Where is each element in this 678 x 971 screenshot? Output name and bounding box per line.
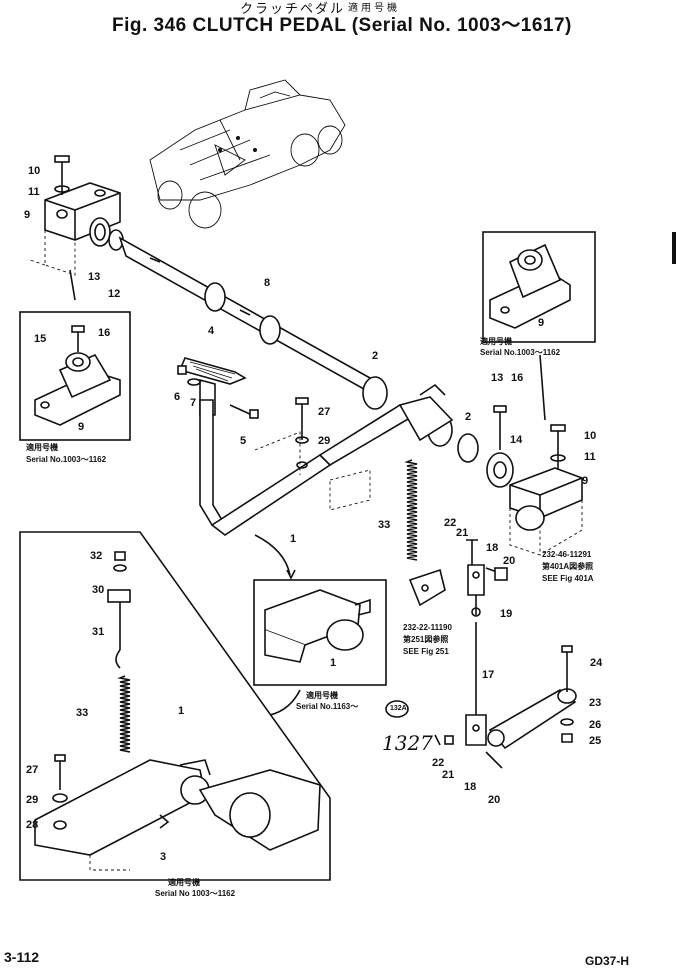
part-label-22: 22 [432,757,445,769]
part-label-13: 13 [491,372,504,384]
part-label-10: 10 [584,430,597,442]
part-label-6: 6 [174,391,181,403]
part-label-31: 31 [92,626,105,638]
part-label-1: 1 [178,705,185,717]
part-label-27: 27 [26,764,39,776]
note-serial-a: Serial No.1003～1162 [26,455,107,464]
part-label-10: 10 [28,165,41,177]
pedal-4 [178,357,454,536]
model-code: GD37-H [585,954,630,968]
part-label-17: 17 [482,669,495,681]
part-label-16: 16 [98,327,111,339]
part-label-24: 24 [590,657,603,669]
registration-mark [672,232,676,264]
note-serial-b: Serial No.1003～1162 [480,348,561,357]
circled-reference-mark [385,700,409,718]
note-serial-b-jp: 適用号機 [480,337,512,346]
part-label-12: 12 [108,288,121,300]
part-label-9: 9 [24,209,31,221]
part-label-7: 7 [190,397,197,409]
part-label-4: 4 [208,325,215,337]
bolt-27 [295,397,309,469]
part-label-18: 18 [464,781,477,793]
note-serial-c: Serial No 1003～1162 [155,889,236,898]
figure-title: Fig. 346 CLUTCH PEDAL (Serial No. 1003～1… [112,15,572,36]
part-label-23: 23 [589,697,602,709]
note-ref-232-22-jp: 第251図参照 [403,635,449,644]
note-serial-c-jp: 適用号機 [168,878,200,887]
part-label-9: 9 [582,475,589,487]
part-label-14: 14 [510,434,523,446]
part-label-11: 11 [28,186,40,198]
part-label-22: 22 [444,517,457,529]
note-serial-1163-jp: 適用号機 [306,691,338,700]
part-label-20: 20 [503,555,516,567]
bracket-9-inset-right [482,231,596,343]
part-label-2: 2 [372,350,379,362]
note-see-fig-251: SEE Fig 251 [403,647,449,656]
part-label-27: 27 [318,406,331,418]
note-see-fig-401a: SEE Fig 401A [542,574,594,583]
page-number: 3-112 [4,949,40,965]
inset-lower-left [19,531,331,881]
title-japanese-applicable: 適用号機 [348,3,400,14]
part-label-13: 13 [88,271,101,283]
part-label-19: 19 [500,608,513,620]
part-label-28: 28 [26,819,39,831]
note-ref-232-46-jp: 第401A図参照 [542,562,594,571]
handwritten-reference: 1327 [382,731,433,755]
part-label-21: 21 [442,769,455,781]
part-label-1: 1 [290,533,297,545]
note-serial-1163: Serial No.1163～ [296,702,359,711]
title-japanese: クラッチペダル [240,1,346,16]
bracket-9-inset-left [19,311,131,441]
part-label-29: 29 [26,794,39,806]
note-ref-232-22: 232-22-11190 [403,623,452,632]
part-label-3: 3 [160,851,167,863]
note-serial-a-jp: 適用号機 [26,443,58,452]
part-232-22 [408,568,446,607]
part-label-32: 32 [90,550,103,562]
part-label-20: 20 [488,794,501,806]
part-label-33: 33 [378,519,391,531]
part-label-26: 26 [589,719,602,731]
shaft-8 [118,236,388,410]
clevis-18 [444,539,508,769]
part-label-1: 1 [330,657,337,669]
part-label-21: 21 [456,527,469,539]
spring-33 [404,459,418,561]
bolts-5-6-7 [177,365,259,419]
note-ref-232-46: 232-46-11291 [542,550,592,559]
part-label-15: 15 [34,333,47,345]
part-label-11: 11 [584,451,596,463]
bracket-9-right [509,424,583,556]
part-label-33: 33 [76,707,89,719]
part-label-9: 9 [78,421,85,433]
bushings-right [457,405,514,488]
part-label-29: 29 [318,435,331,447]
part-label-30: 30 [92,584,105,596]
vehicle-sketch [149,79,346,229]
part-label-25: 25 [589,735,602,747]
bracket-9-top-left [29,155,121,276]
part-label-16: 16 [511,372,524,384]
part-label-18: 18 [486,542,499,554]
part-label-8: 8 [264,277,271,289]
part-label-2: 2 [465,411,472,423]
part-label-5: 5 [240,435,247,447]
arm-23 [487,645,577,750]
circled-ref-text: 132A [390,705,407,712]
inset-pedal-arm-1163 [253,579,387,686]
bearing-13 [89,217,124,251]
part-label-9: 9 [538,317,545,329]
